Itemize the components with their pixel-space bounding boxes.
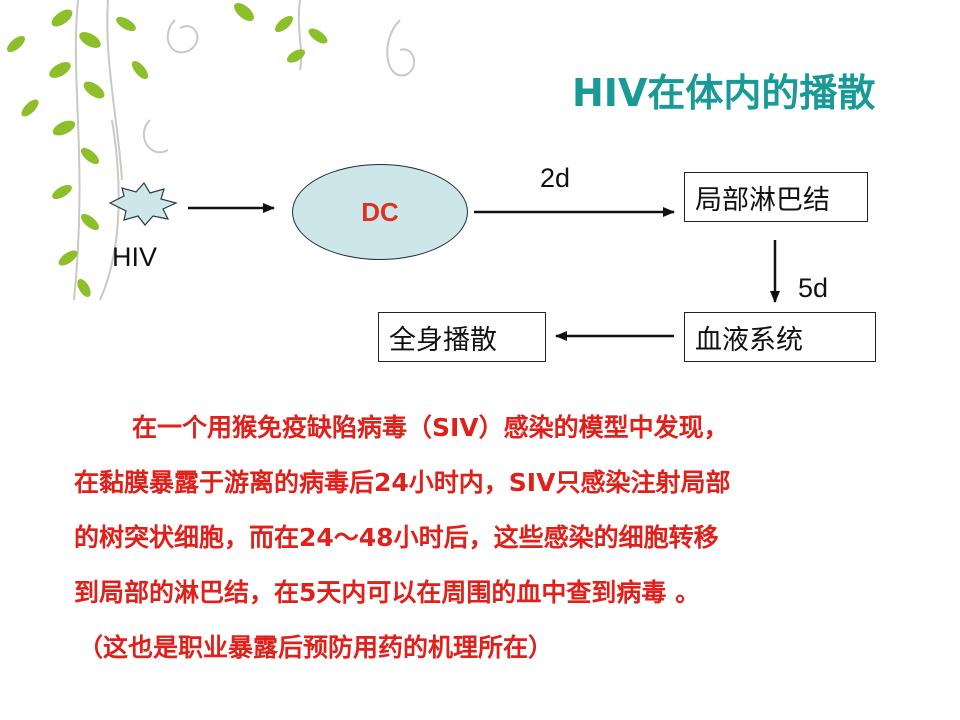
leaf bbox=[116, 17, 136, 31]
leaf bbox=[308, 28, 328, 44]
slide-title: HIV在体内的播散 bbox=[572, 71, 876, 115]
vine-stem bbox=[73, 0, 81, 301]
leaf bbox=[58, 250, 78, 266]
swirl bbox=[166, 19, 199, 54]
vine-stem bbox=[297, 0, 303, 71]
virus-star-icon bbox=[108, 181, 178, 226]
node-label: 全身播散 bbox=[389, 324, 497, 356]
leaf bbox=[80, 147, 100, 165]
leaf bbox=[51, 9, 73, 27]
dc-label: DC bbox=[361, 196, 399, 227]
leaf bbox=[6, 35, 26, 53]
leaf bbox=[131, 60, 149, 80]
dc-node: DC bbox=[292, 164, 468, 260]
leaf bbox=[52, 120, 76, 136]
paragraph-line: 的树突状细胞，而在24～48小时后，这些感染的细胞转移 bbox=[74, 523, 719, 552]
swirl bbox=[386, 19, 415, 77]
leaf bbox=[79, 32, 101, 48]
node-lymph-node: 局部淋巴结 bbox=[684, 172, 868, 222]
swirl bbox=[143, 119, 169, 154]
node-systemic-spread: 全身播散 bbox=[378, 312, 546, 362]
leaf bbox=[274, 15, 294, 33]
paragraph-line: （这也是职业暴露后预防用药的机理所在） bbox=[78, 633, 554, 662]
paragraph-line: 在一个用猴免疫缺陷病毒（SIV）感染的模型中发现， bbox=[132, 413, 729, 442]
node-blood-system: 血液系统 bbox=[684, 312, 876, 362]
leaf bbox=[21, 99, 39, 117]
vine-stem bbox=[106, 0, 123, 181]
arrow-label-5d: 5d bbox=[798, 273, 829, 303]
node-label: 局部淋巴结 bbox=[695, 184, 830, 216]
leaf bbox=[49, 62, 71, 78]
description-paragraph: 在一个用猴免疫缺陷病毒（SIV）感染的模型中发现， 在黏膜暴露于游离的病毒后24… bbox=[74, 400, 924, 675]
vine-stem bbox=[99, 119, 120, 301]
paragraph-line: 在黏膜暴露于游离的病毒后24小时内，SIV只感染注射局部 bbox=[74, 468, 731, 497]
leaf bbox=[286, 49, 306, 63]
virus-label: HIV bbox=[112, 242, 158, 272]
leaf bbox=[80, 213, 100, 231]
leaf bbox=[77, 278, 91, 298]
node-label: 血液系统 bbox=[695, 324, 803, 356]
arrow-label-2d: 2d bbox=[540, 163, 571, 193]
leaf bbox=[52, 185, 72, 199]
leaf bbox=[234, 3, 254, 21]
paragraph-line: 到局部的淋巴结，在5天内可以在周围的血中查到病毒 。 bbox=[74, 578, 701, 607]
leaf bbox=[83, 81, 105, 99]
